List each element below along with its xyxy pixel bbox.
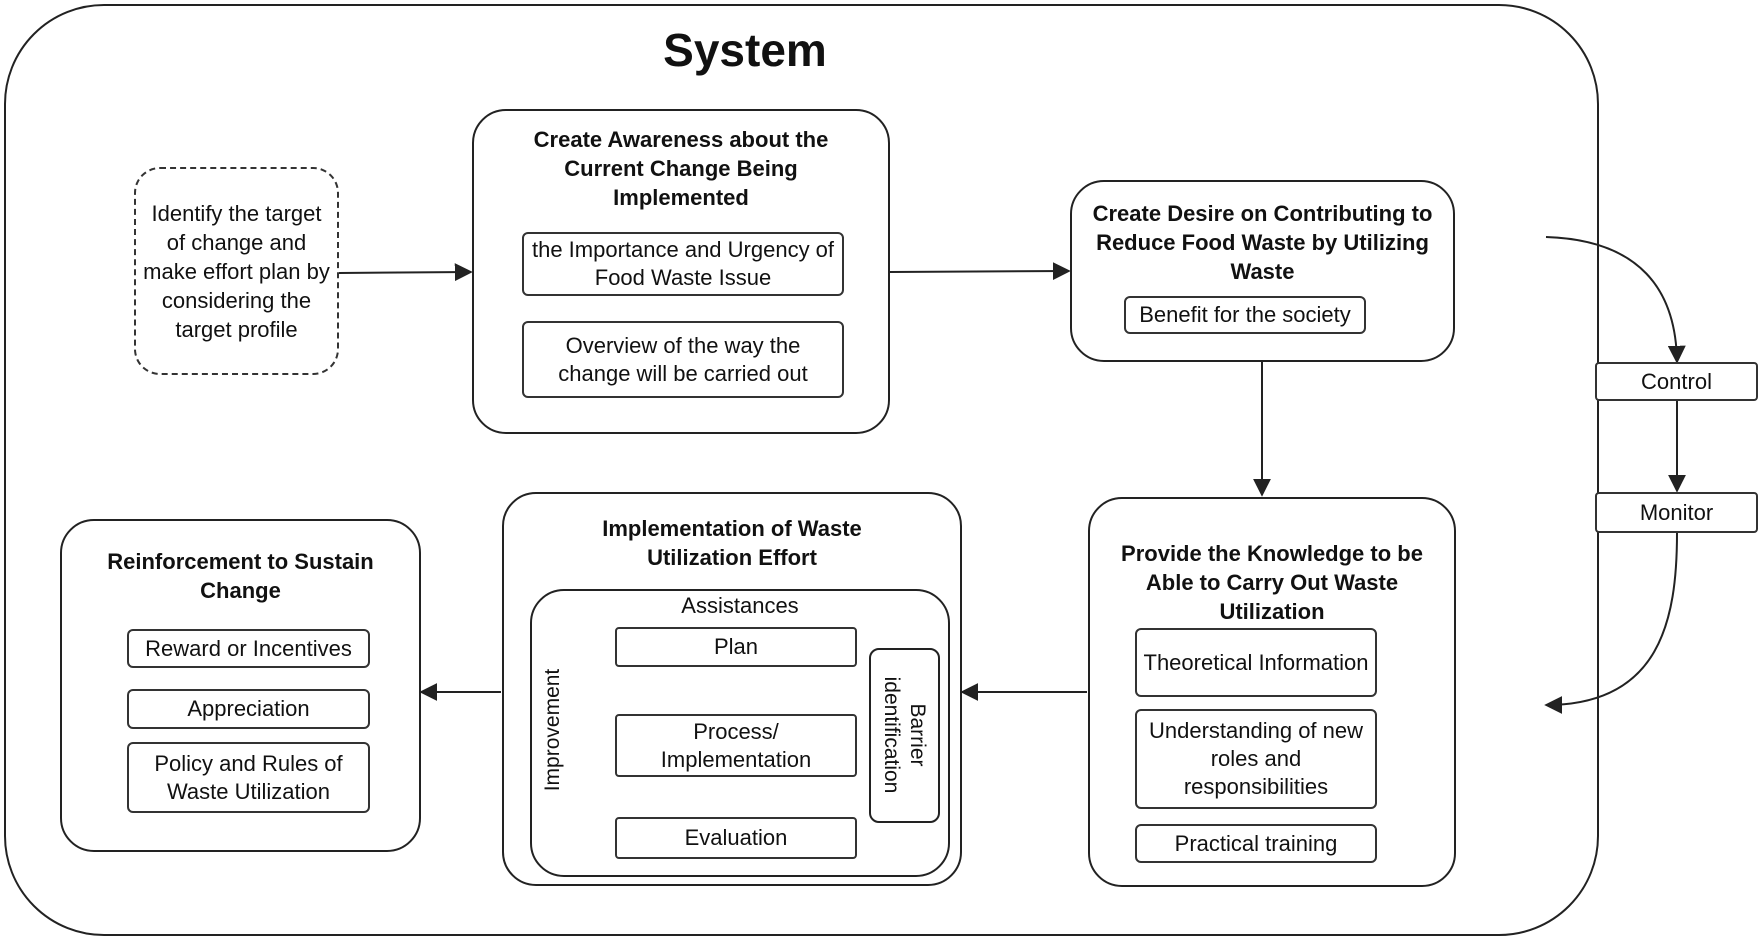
reinforcement-box: Reinforcement to Sustain Change Reward o… — [60, 519, 421, 852]
knowledge-item-roles: Understanding of new roles and responsib… — [1135, 709, 1377, 809]
arrow-awareness-to-desire — [889, 262, 1071, 281]
knowledge-title: Provide the Knowledge to be Able to Carr… — [1121, 541, 1423, 624]
improvement-label: Improvement — [541, 668, 564, 792]
knowledge-box: Provide the Knowledge to be Able to Carr… — [1088, 497, 1456, 887]
awareness-box: Create Awareness about the Current Chang… — [472, 109, 890, 434]
desire-title: Create Desire on Contributing to Reduce … — [1092, 201, 1433, 284]
assistances-label: Assistances — [681, 593, 799, 618]
arrow-identify-to-awareness — [338, 263, 473, 282]
reinforcement-item-appreciation: Appreciation — [127, 689, 370, 729]
identify-target-text: Identify the target of change and make e… — [143, 200, 330, 342]
knowledge-item-training: Practical training — [1135, 824, 1377, 863]
arrow-desire-to-control — [1545, 236, 1686, 364]
monitor-box: Monitor — [1595, 492, 1758, 533]
implementation-title: Implementation of Waste Utilization Effo… — [602, 516, 862, 570]
barrier-label: Barrier identification — [880, 676, 929, 794]
control-box: Control — [1595, 362, 1758, 401]
arrow-monitor-to-knowledge — [1544, 532, 1678, 714]
awareness-item-importance: the Importance and Urgency of Food Waste… — [522, 232, 844, 296]
plan-box: Plan — [615, 627, 857, 667]
evaluation-box: Evaluation — [615, 817, 857, 859]
reinforcement-item-reward: Reward or Incentives — [127, 629, 370, 668]
knowledge-item-theoretical: Theoretical Information — [1135, 628, 1377, 697]
process-box: Process/ Implementation — [615, 714, 857, 777]
system-title: System — [663, 24, 827, 76]
barrier-box — [869, 648, 940, 823]
reinforcement-title: Reinforcement to Sustain Change — [107, 549, 374, 603]
reinforcement-item-policy: Policy and Rules of Waste Utilization — [127, 742, 370, 813]
awareness-title: Create Awareness about the Current Chang… — [533, 127, 829, 210]
awareness-item-overview: Overview of the way the change will be c… — [522, 321, 844, 398]
desire-box: Create Desire on Contributing to Reduce … — [1070, 180, 1455, 362]
desire-item-benefit: Benefit for the society — [1124, 296, 1366, 334]
identify-target-box: Identify the target of change and make e… — [134, 167, 339, 375]
